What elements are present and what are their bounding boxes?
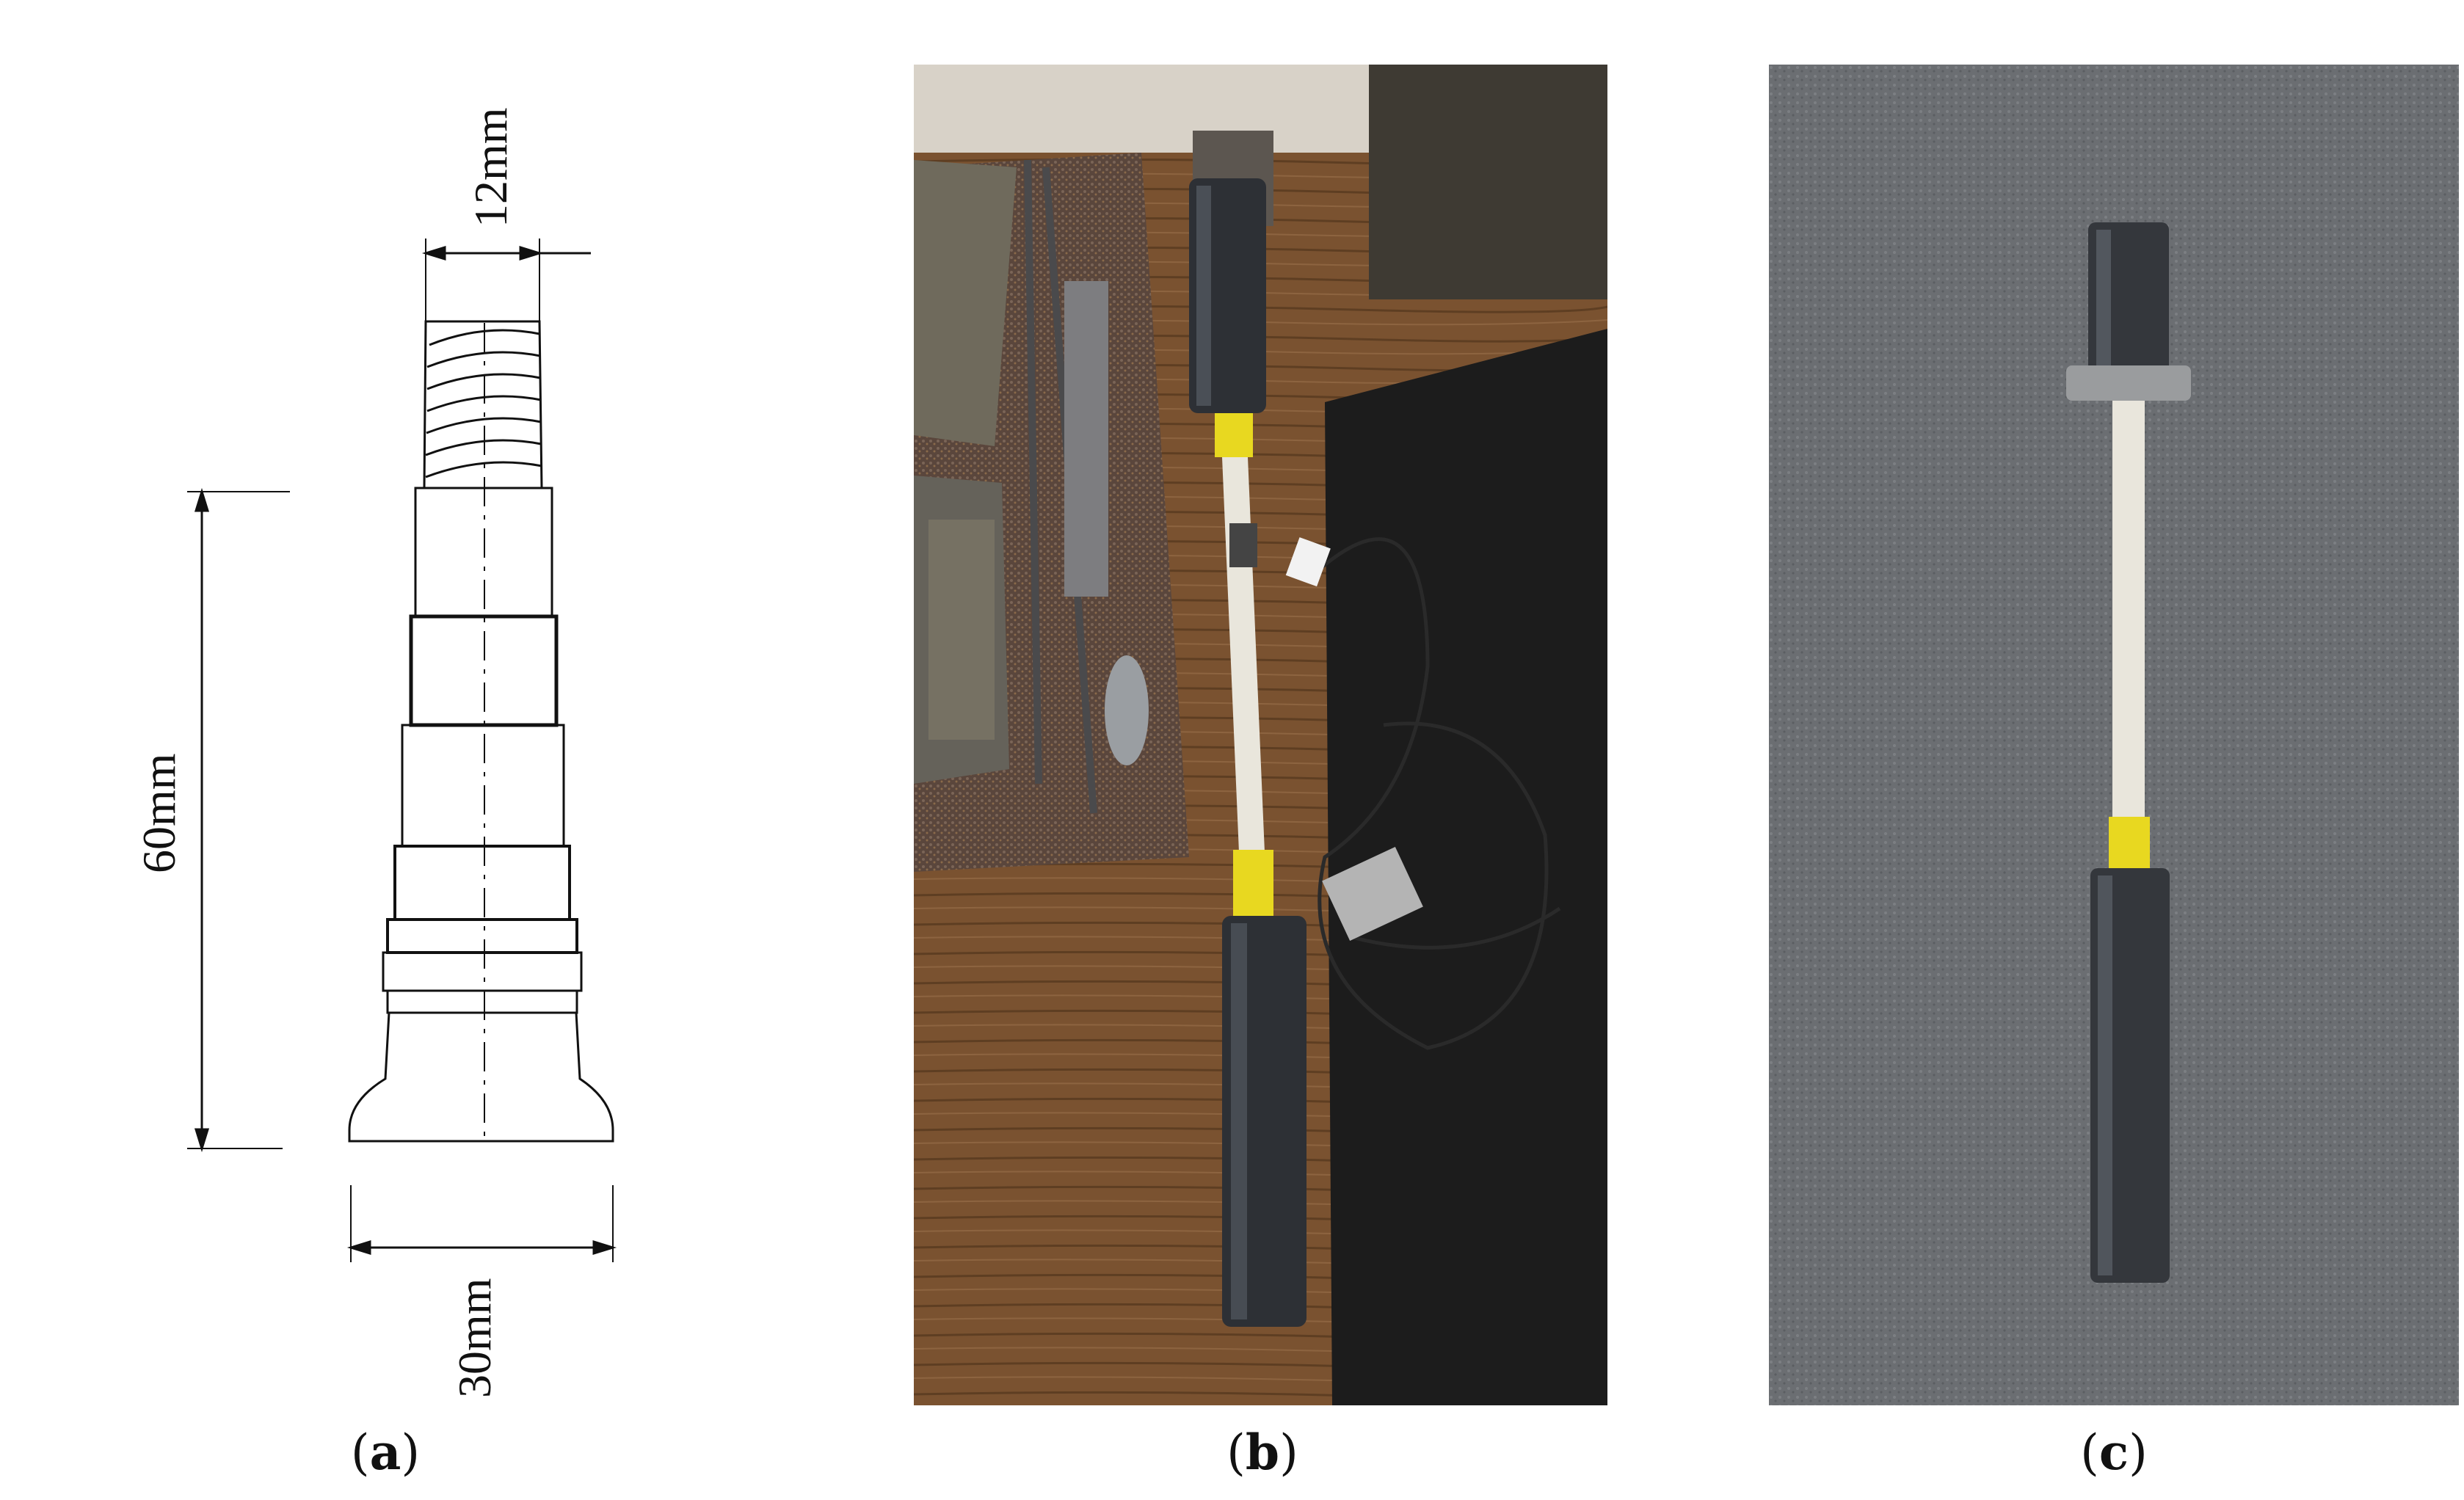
anchor-top: [2066, 222, 2191, 401]
caption-panel-a: (a): [350, 1424, 421, 1481]
caption-letter-b: b: [1245, 1424, 1280, 1481]
rubber-mat: [1325, 329, 1607, 1405]
yellow-tape-top: [1215, 413, 1253, 457]
collar-3: [386, 989, 578, 1014]
anchor-drawing-svg: 12mm 60mm 30mm: [133, 107, 617, 1398]
collar-1: [386, 918, 578, 954]
anchor-technical-drawing: 12mm 60mm 30mm: [0, 0, 881, 1497]
yellow-tape-bottom: [1233, 850, 1273, 916]
vise: [1369, 65, 1607, 299]
caption-panel-b: (b): [1226, 1424, 1298, 1481]
specimen-workbench-photo: [914, 65, 1607, 1405]
sensor-cable: [1316, 537, 1561, 1050]
caption-panel-c: (c): [2080, 1424, 2148, 1481]
length-dimension-label: 60mm: [133, 753, 185, 873]
base-dimension-label: 30mm: [448, 1278, 501, 1398]
yellow-tape: [2109, 817, 2150, 868]
collar-2: [382, 951, 583, 992]
strain-sensor: [1229, 523, 1257, 567]
anchor-top: [1189, 178, 1266, 413]
body-step-4: [393, 845, 571, 921]
anchor-bottom: [1222, 916, 1306, 1327]
anchor-base: [348, 1011, 614, 1143]
workbench-photo-svg: [914, 65, 1607, 1405]
specimen-carpet-photo: [1769, 65, 2459, 1405]
thread-dimension-label: 12mm: [465, 107, 517, 227]
carpet-photo-svg: [1769, 65, 2459, 1405]
gfrp-bar: [2112, 401, 2145, 878]
caption-letter-c: c: [2098, 1424, 2129, 1481]
anchor-bottom: [2090, 868, 2170, 1283]
caption-letter-a: a: [369, 1424, 401, 1481]
steel-bar: [1064, 281, 1108, 597]
steel-plates: [914, 160, 1017, 784]
anchor-flange: [2066, 365, 2191, 401]
steel-sample: [1105, 655, 1149, 765]
connector-plug: [1322, 846, 1423, 942]
body-step-3: [401, 724, 565, 848]
sensor-label-tag: [1285, 537, 1331, 587]
